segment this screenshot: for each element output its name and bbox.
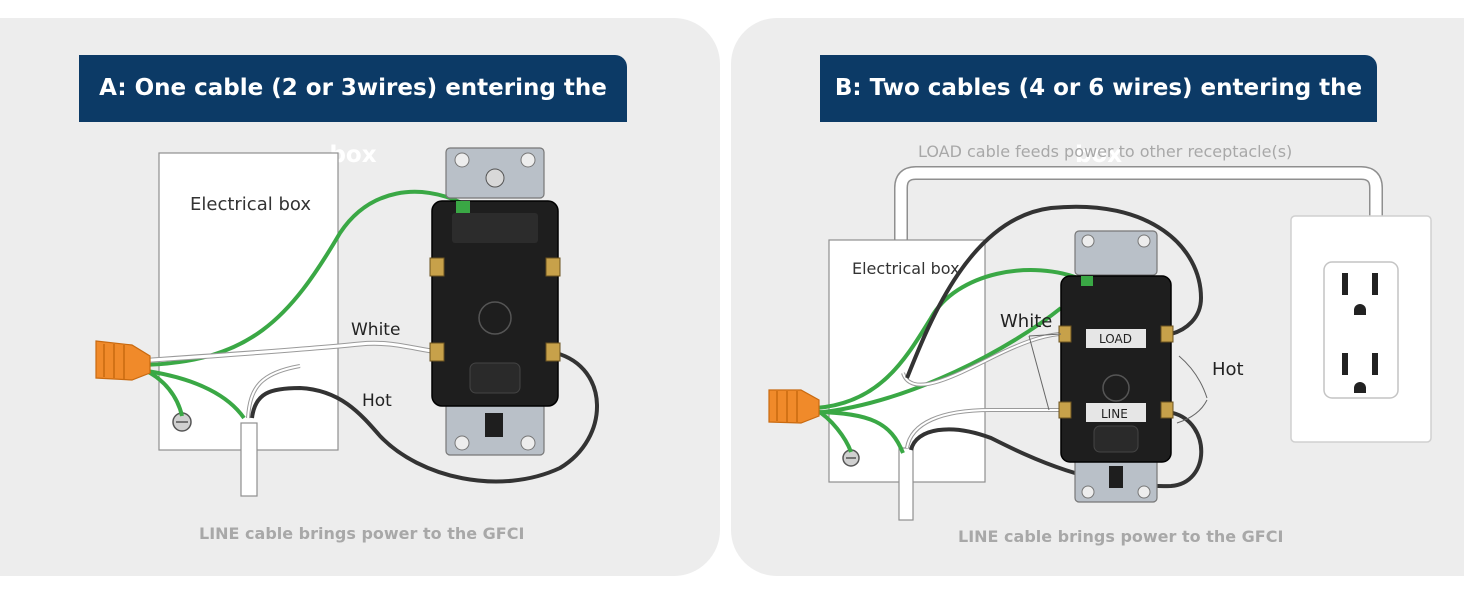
white-wire-label: White <box>351 320 400 340</box>
electrical-box-label: Electrical box <box>190 194 311 215</box>
electrical-box <box>158 152 339 451</box>
line-cable-caption: LINE cable brings power to the GFCI <box>199 524 525 543</box>
white-wire-label: White <box>1000 311 1052 332</box>
hot-wire-label: Hot <box>1212 359 1244 380</box>
hot-wire <box>250 351 599 484</box>
hot-wire-load <box>905 204 1204 379</box>
wire-connector-icon <box>768 389 820 424</box>
panel-one-cable: A: One cable (2 or 3wires) entering the … <box>0 18 720 576</box>
wire-connector-icon <box>95 340 151 381</box>
load-cable-caption: LOAD cable feeds power to other receptac… <box>918 142 1293 161</box>
panel-a-title: A: One cable (2 or 3wires) entering the … <box>79 55 627 168</box>
diagram-one-cable: Electrical box White Hot <box>95 147 599 497</box>
diagram-two-cables: Electrical box White Hot LOAD LINE <box>768 166 1432 521</box>
hot-wire-label: Hot <box>362 391 392 411</box>
line-terminal-tag: LINE <box>1101 407 1128 421</box>
electrical-box-label: Electrical box <box>852 259 960 278</box>
load-terminal-tag: LOAD <box>1099 332 1132 346</box>
line-cable-caption: LINE cable brings power to the GFCI <box>958 527 1284 546</box>
line-cable-conduit <box>898 447 914 521</box>
cable-conduit <box>240 422 258 497</box>
hot-wire-line <box>909 411 1204 489</box>
ground-screw-icon <box>842 449 860 467</box>
gfci-receptacle-icon <box>1058 230 1174 503</box>
panel-b-title: B: Two cables (4 or 6 wires) entering th… <box>820 55 1377 168</box>
downstream-receptacle-icon <box>1290 215 1432 443</box>
panel-two-cables: B: Two cables (4 or 6 wires) entering th… <box>731 18 1464 576</box>
gfci-receptacle-icon <box>429 147 561 456</box>
